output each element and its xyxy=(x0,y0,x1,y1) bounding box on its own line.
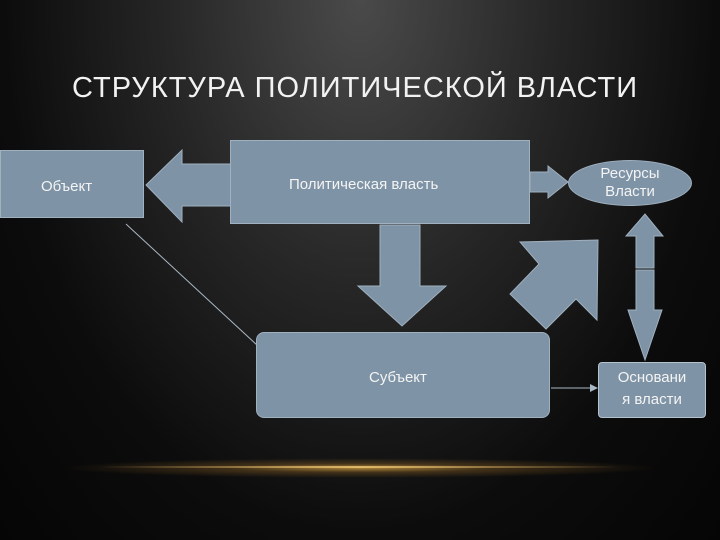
decorative-glow xyxy=(60,458,660,478)
object-label: Объект xyxy=(41,178,93,195)
arrow-up-to-resources xyxy=(624,213,665,269)
resources-ellipse: Ресурсы Власти xyxy=(568,160,692,206)
arrow-to-subject xyxy=(356,224,448,327)
arrowhead-subject-to-foundations xyxy=(590,384,598,392)
political-power-label: Политическая власть xyxy=(289,176,439,193)
foundations-label-line1: Основани xyxy=(617,369,687,386)
object-box: Объект xyxy=(0,150,144,218)
slide-title: СТРУКТУРА ПОЛИТИЧЕСКОЙ ВЛАСТИ xyxy=(72,72,639,104)
line-object-to-subject xyxy=(125,223,259,347)
arrow-diagonal-to-resources xyxy=(509,239,599,330)
decorative-glow-line xyxy=(100,466,620,468)
arrow-to-resources xyxy=(529,164,569,200)
foundations-box: Основани я власти xyxy=(598,362,706,418)
arrow-down-to-foundations xyxy=(627,269,663,362)
arrow-to-object xyxy=(145,148,232,224)
subject-box: Субъект xyxy=(256,332,550,418)
foundations-label-line2: я власти xyxy=(622,391,682,408)
resources-label-line2: Власти xyxy=(605,183,655,200)
subject-label: Субъект xyxy=(369,369,427,386)
resources-label-line1: Ресурсы xyxy=(600,165,660,182)
political-power-box: Политическая власть xyxy=(230,140,530,224)
